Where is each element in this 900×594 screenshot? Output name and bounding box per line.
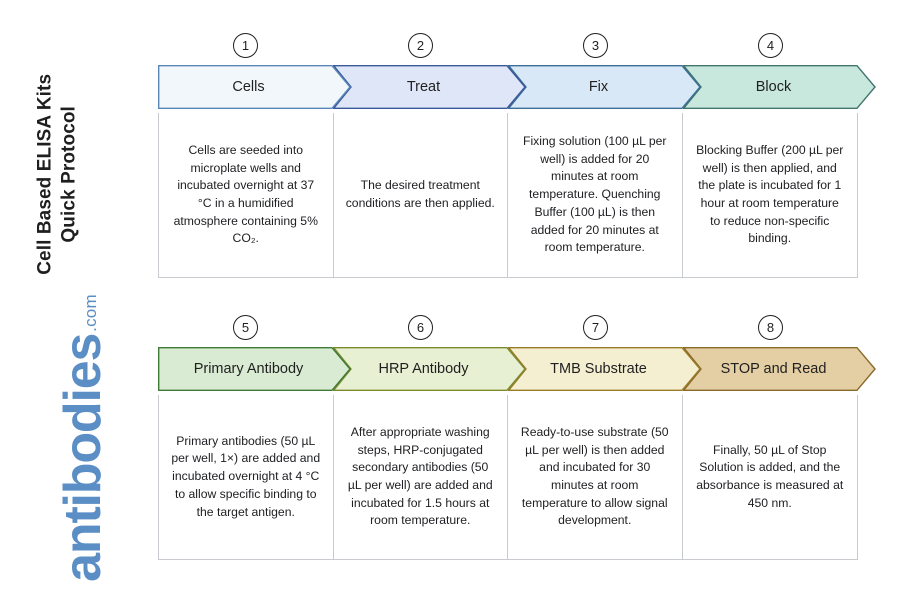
brand-column: Cell Based ELISA Kits Quick Protocol ant… xyxy=(0,0,158,594)
step-badge-6: 6 xyxy=(408,315,433,340)
step-badges-row-1: 1 2 3 4 xyxy=(158,33,858,65)
chevron-label-3: Fix xyxy=(588,79,609,95)
chevron-label-8: STOP and Read xyxy=(720,361,827,377)
chevron-shape-icon xyxy=(508,347,701,391)
chevron-step-5[interactable]: Primary Antibody xyxy=(158,347,351,391)
chevron-step-3[interactable]: Fix xyxy=(508,65,701,109)
description-text-5: Primary antibodies (50 µL per well, 1×) … xyxy=(171,433,321,519)
step-badge-7: 7 xyxy=(583,315,608,340)
chevron-step-6[interactable]: HRP Antibody xyxy=(333,347,526,391)
chevron-shape-icon xyxy=(683,65,876,109)
description-text-7: Ready-to-use substrate (50 µL per well) … xyxy=(520,424,669,528)
logo-wordmark: antibodies xyxy=(54,333,113,582)
chevron-label-7: TMB Substrate xyxy=(550,361,647,377)
chevron-strip-row-2: Primary Antibody HRP Antibody TMB Substr… xyxy=(158,347,876,391)
step-badges-row-2: 5 6 7 8 xyxy=(158,315,858,347)
step-badge-2: 2 xyxy=(408,33,433,58)
chevron-shape-icon xyxy=(158,347,351,391)
description-cell-5: Primary antibodies (50 µL per well, 1×) … xyxy=(159,395,334,559)
description-cell-7: Ready-to-use substrate (50 µL per well) … xyxy=(508,395,683,559)
chevron-step-1[interactable]: Cells xyxy=(158,65,351,109)
chevron-shape-icon xyxy=(508,65,701,109)
chevron-step-4[interactable]: Block xyxy=(683,65,876,109)
chevron-label-6: HRP Antibody xyxy=(378,361,469,377)
chevron-shape-icon xyxy=(683,347,876,391)
step-badge-1: 1 xyxy=(233,33,258,58)
logo: antibodies .com xyxy=(18,278,138,582)
description-text-2: The desired treatment conditions are the… xyxy=(345,178,495,210)
step-badge-3: 3 xyxy=(583,33,608,58)
chevron-label-5: Primary Antibody xyxy=(193,361,304,377)
step-badge-8: 8 xyxy=(758,315,783,340)
flow-row-2: 5 6 7 8 Primary Antibody HRP Antibody TM… xyxy=(158,315,876,391)
description-cell-3: Fixing solution (100 µL per well) is add… xyxy=(508,113,683,277)
chevron-step-7[interactable]: TMB Substrate xyxy=(508,347,701,391)
description-text-8: Finally, 50 µL of Stop Solution is added… xyxy=(696,442,844,510)
step-badge-4: 4 xyxy=(758,33,783,58)
description-text-1: Cells are seeded into microplate wells a… xyxy=(173,142,318,246)
description-text-6: After appropriate washing steps, HRP-con… xyxy=(347,424,493,528)
description-text-3: Fixing solution (100 µL per well) is add… xyxy=(523,134,667,255)
description-cell-6: After appropriate washing steps, HRP-con… xyxy=(334,395,508,559)
chevron-shape-icon xyxy=(333,65,526,109)
chevron-step-2[interactable]: Treat xyxy=(333,65,526,109)
step-badge-5: 5 xyxy=(233,315,258,340)
description-text-4: Blocking Buffer (200 µL per well) is the… xyxy=(696,142,844,246)
description-table-row-1: Cells are seeded into microplate wells a… xyxy=(158,113,858,278)
flow-row-1: 1 2 3 4 Cells Treat Fix Blo xyxy=(158,33,876,109)
chevron-shape-icon xyxy=(158,65,351,109)
description-cell-1: Cells are seeded into microplate wells a… xyxy=(159,113,334,277)
chevron-shape-icon xyxy=(333,347,526,391)
logo-tld: .com xyxy=(81,294,100,332)
chevron-label-2: Treat xyxy=(406,79,441,95)
chevron-strip-row-1: Cells Treat Fix Block xyxy=(158,65,876,109)
chevron-label-4: Block xyxy=(755,79,792,95)
description-cell-8: Finally, 50 µL of Stop Solution is added… xyxy=(683,395,858,559)
chevron-label-1: Cells xyxy=(232,79,265,95)
chevron-step-8[interactable]: STOP and Read xyxy=(683,347,876,391)
description-table-row-2: Primary antibodies (50 µL per well, 1×) … xyxy=(158,395,858,560)
description-cell-4: Blocking Buffer (200 µL per well) is the… xyxy=(683,113,858,277)
description-cell-2: The desired treatment conditions are the… xyxy=(334,113,508,277)
